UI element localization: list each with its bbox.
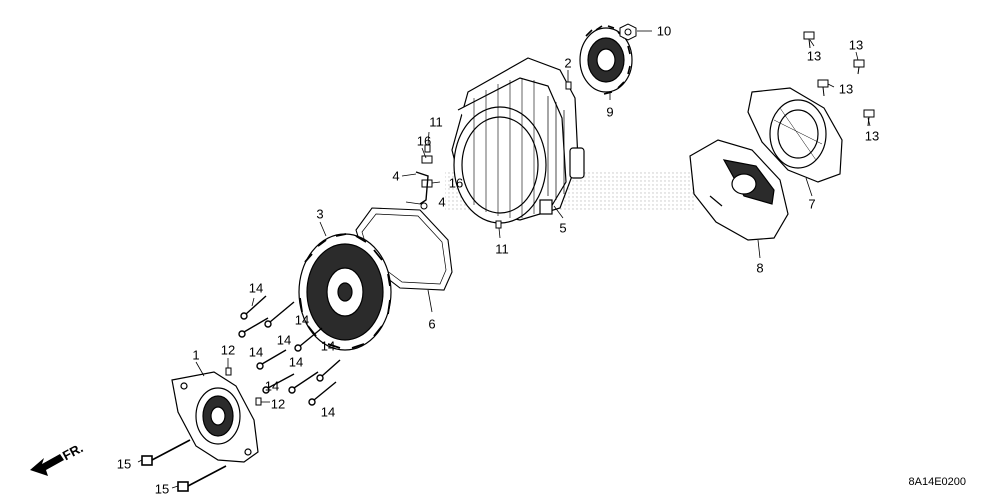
nut-10 (619, 23, 637, 41)
callout-14-c: 14 (248, 344, 264, 360)
callout-5: 5 (559, 220, 567, 236)
front-cover (171, 371, 259, 463)
small-pins (225, 81, 572, 406)
callout-4-lower: 4 (438, 194, 446, 210)
stator-assembly (298, 233, 392, 351)
callout-16-lower: 16 (448, 175, 464, 191)
recoil-cover (689, 139, 789, 241)
fan-ring (579, 25, 633, 95)
callout-13-a: 13 (806, 48, 822, 64)
bolts-14 (238, 295, 341, 406)
callout-16-upper: 16 (416, 133, 432, 149)
diagram-code: 8A14E0200 (908, 476, 967, 488)
callout-2: 2 (564, 55, 572, 71)
callout-15-lower: 15 (154, 481, 170, 497)
callout-9: 9 (606, 104, 614, 120)
callout-15-upper: 15 (116, 456, 132, 472)
callout-11-upper: 11 (429, 114, 443, 130)
bolts-15 (141, 439, 227, 492)
front-arrow (30, 454, 64, 476)
outer-cover (747, 87, 843, 183)
callout-14-e: 14 (320, 338, 336, 354)
callout-12-lower: 12 (270, 396, 286, 412)
callout-1: 1 (192, 347, 200, 363)
callout-12-upper: 12 (220, 342, 236, 358)
callout-11-lower: 11 (495, 241, 509, 257)
callout-13-d: 13 (864, 128, 880, 144)
callout-14-h: 14 (320, 404, 336, 420)
callout-13-c: 13 (838, 81, 854, 97)
callout-14-g: 14 (264, 378, 280, 394)
callout-7: 7 (808, 196, 816, 212)
callout-14-d: 14 (276, 332, 292, 348)
callout-10: 10 (656, 23, 672, 39)
callout-14-a: 14 (248, 280, 264, 296)
callout-13-b: 13 (848, 37, 864, 53)
callout-6: 6 (428, 316, 436, 332)
callout-3: 3 (316, 206, 324, 222)
callout-14-b: 14 (294, 312, 310, 328)
leader-lines (137, 30, 871, 489)
callout-14-f: 14 (288, 354, 304, 370)
callout-8: 8 (756, 260, 764, 276)
callout-4-upper: 4 (392, 168, 400, 184)
crankcase-housing (451, 57, 585, 224)
